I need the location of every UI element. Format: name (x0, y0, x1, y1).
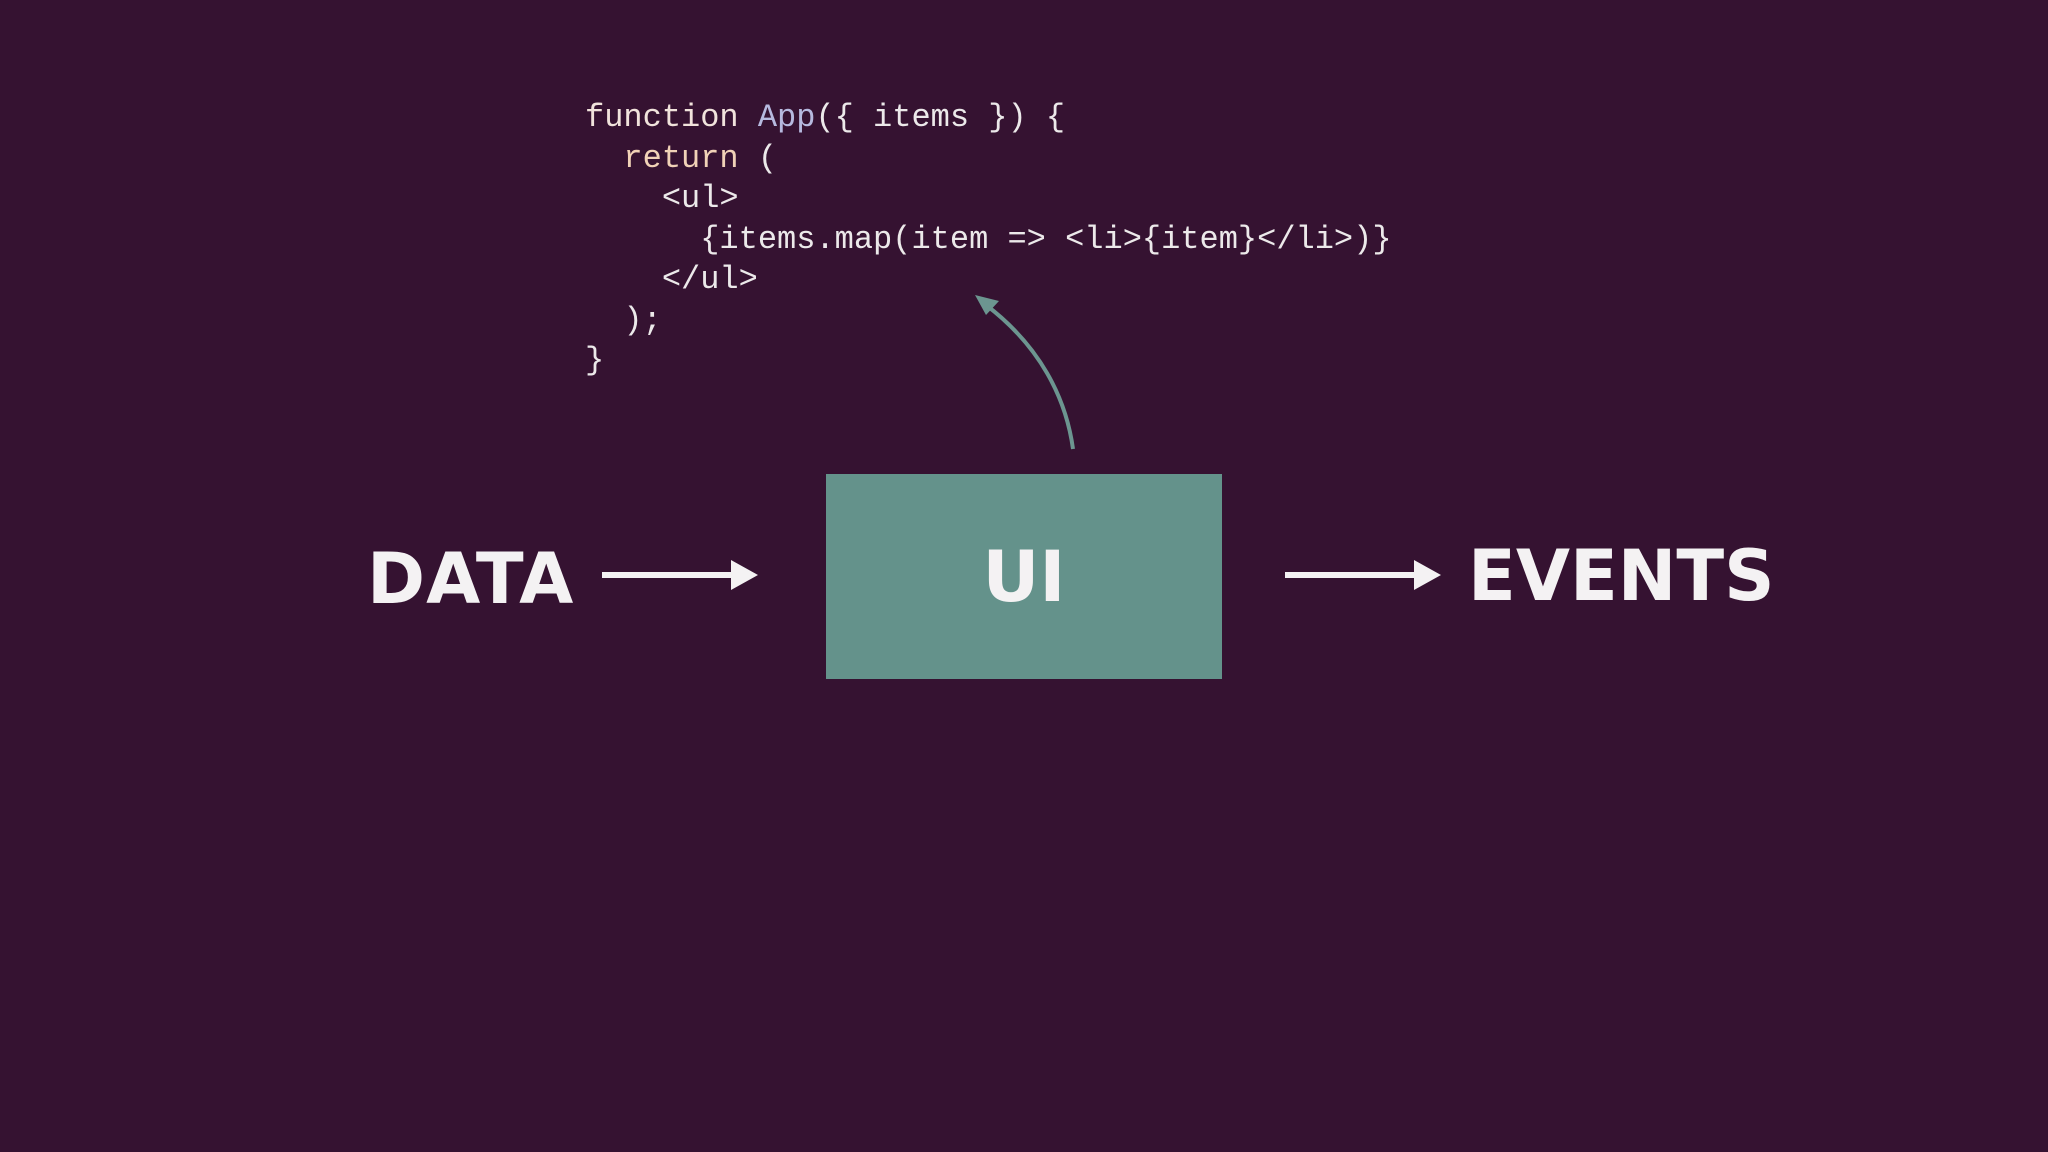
data-to-ui-arrow (602, 560, 758, 590)
code-function-name: App (757, 99, 816, 136)
code-snippet: function App({ items }) { return ( <ul> … (585, 98, 1392, 382)
code-line-4: {items.map(item => <li>{item}</li>)} (585, 220, 1392, 258)
ui-label: UI (982, 535, 1066, 618)
code-line-3: <ul> (585, 180, 739, 217)
code-line-7: } (585, 342, 605, 379)
data-label: DATA (367, 538, 575, 620)
code-line-2: return ( (585, 139, 1392, 180)
code-indent (585, 140, 623, 177)
ui-to-events-arrow (1285, 560, 1441, 590)
code-line-1: function App({ items }) { (585, 98, 1392, 139)
code-line-6: ); (585, 301, 662, 339)
code-line-5: </ul> (585, 261, 758, 298)
code-text: ({ items }) { (815, 99, 1066, 136)
ui-box: UI (826, 474, 1222, 679)
events-label: EVENTS (1468, 535, 1775, 617)
code-text: ( (738, 139, 778, 177)
code-return-keyword: return (623, 139, 739, 177)
code-keyword: function (585, 99, 758, 136)
